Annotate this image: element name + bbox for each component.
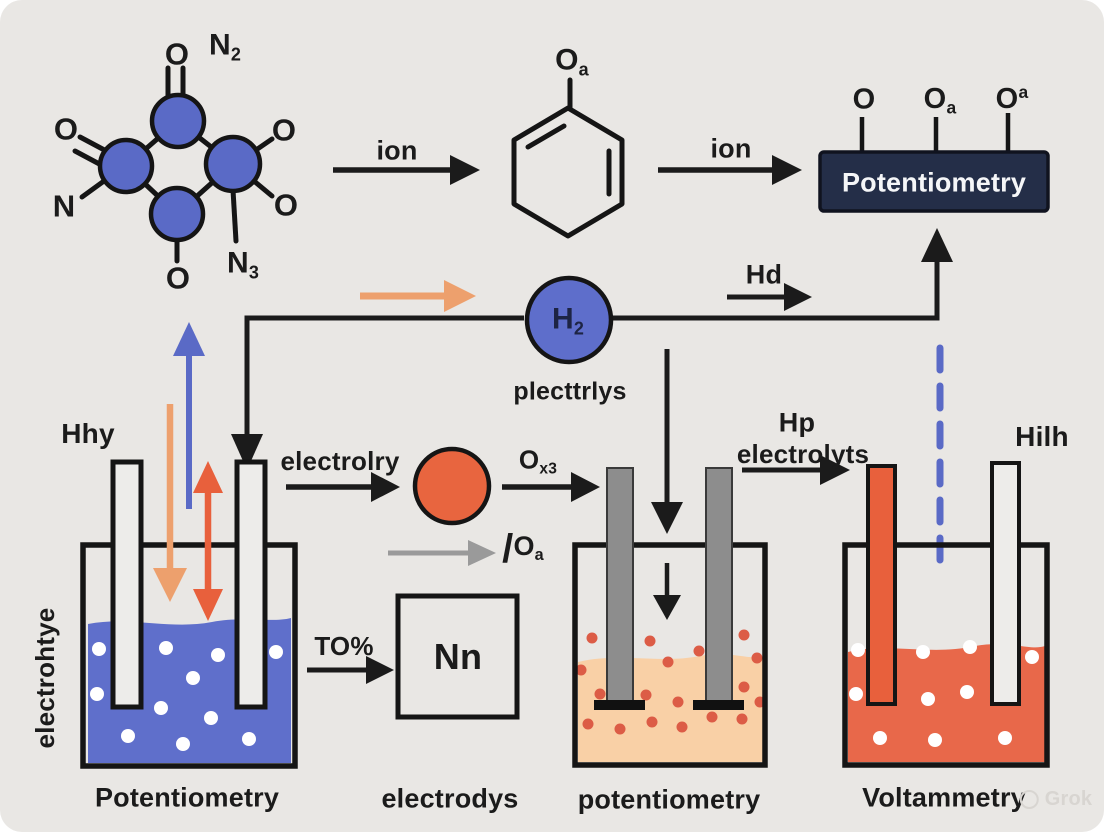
middle-beaker-caption: potentiometry	[577, 784, 761, 815]
terminal-o3-label: Oa	[995, 82, 1029, 115]
molecule-atoms	[97, 92, 263, 243]
light-orange-down-arrow	[153, 404, 187, 602]
h2-left-connector	[231, 315, 524, 470]
right-beaker-caption: Voltammetry	[862, 782, 1026, 813]
nn-box-label: Nn	[433, 636, 483, 677]
electrolry-label: electrolry	[280, 446, 400, 476]
nn-box-shape	[395, 593, 520, 720]
terminal-o1-label: O	[852, 83, 876, 116]
hp-electrolyts-arrow	[742, 455, 850, 485]
left-beaker	[80, 459, 298, 769]
h2-right-connector	[612, 228, 953, 321]
ox3-label: Ox3	[518, 444, 558, 478]
middle-beaker	[572, 467, 768, 768]
right-beaker-electrode-red	[866, 464, 897, 706]
h2-node-circle	[524, 275, 614, 365]
left-beaker-top-label: Hhy	[61, 418, 115, 449]
molecule-label-n-left: N	[52, 188, 76, 224]
ox3-arrow	[502, 472, 600, 502]
orange-species-circle	[412, 446, 492, 526]
middle-beaker-electrode-right	[705, 467, 733, 703]
ion2-label: ion	[710, 133, 752, 164]
hd-arrow	[727, 283, 812, 311]
orange-flow-arrow	[360, 280, 476, 312]
molecule-label-n3: N3	[226, 246, 260, 283]
red-double-arrow	[193, 461, 223, 621]
slash-oa-label: /Oa	[502, 527, 544, 571]
molecule-label-n2: N2	[208, 28, 242, 65]
ion-arrow-2	[658, 155, 802, 185]
molecule-label-o-bottom: O	[165, 260, 191, 296]
watermark-logo-icon	[1019, 789, 1039, 809]
middle-down-arrow	[651, 349, 683, 620]
hd-label: Hd	[745, 259, 783, 290]
left-beaker-electrode-right	[234, 459, 268, 710]
potentiometry-box-label: Potentiometry	[841, 167, 1027, 198]
right-beaker-electrode-white	[990, 461, 1021, 706]
hexagon-ring	[511, 77, 625, 239]
left-beaker-caption: Potentiometry	[94, 782, 280, 813]
ion-arrow-1	[333, 155, 480, 185]
hp-label: Hp	[778, 407, 816, 438]
ion1-label: ion	[376, 135, 418, 166]
blue-up-arrow	[173, 322, 205, 509]
molecule-label-o-left: O	[53, 111, 79, 147]
molecule-label-o-right-top: O	[271, 112, 297, 148]
h2-caption: plecttrlys	[513, 377, 627, 406]
left-beaker-electrode-left	[110, 459, 144, 710]
right-beaker-top-label: Hilh	[1015, 421, 1069, 452]
potentiometry-box-shape	[818, 113, 1050, 213]
nn-caption: electrodys	[381, 783, 519, 814]
hexagon-oa-label: Oa	[555, 43, 589, 80]
to-pct-arrow	[307, 656, 394, 684]
watermark: Grok	[1019, 789, 1092, 809]
electrolry-arrow	[286, 472, 400, 502]
middle-beaker-electrode-left	[606, 467, 634, 703]
molecule-label-o-top: O	[164, 36, 190, 72]
to-pct-label: TO%	[314, 631, 374, 661]
molecule-label-o-right-bottom: O	[273, 187, 299, 223]
left-beaker-side-label: electrohtye	[30, 607, 60, 749]
h2-node-label: H2	[551, 302, 585, 339]
electrolyts-label: electrolyts	[736, 439, 870, 469]
right-beaker	[842, 461, 1050, 768]
terminal-o2-label: Oa	[923, 83, 957, 118]
gray-arrow	[388, 540, 496, 566]
